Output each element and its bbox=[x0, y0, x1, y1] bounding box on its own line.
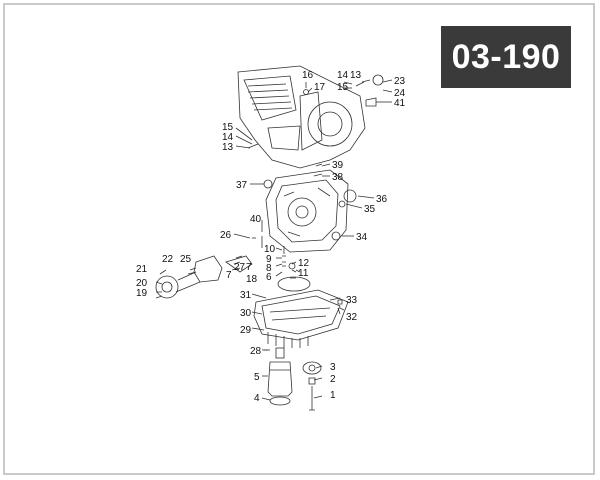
part-labels: 16 17 14 13 15 23 24 41 15 14 13 39 38 3… bbox=[136, 70, 406, 404]
part-label: 8 bbox=[266, 263, 272, 274]
part-label: 41 bbox=[394, 98, 406, 109]
part-label: 2 bbox=[330, 374, 336, 385]
part-label: 32 bbox=[346, 312, 358, 323]
part-label: 13 bbox=[350, 70, 362, 81]
part-label: 12 bbox=[298, 258, 310, 269]
part-label: 40 bbox=[250, 214, 262, 225]
part-label: 6 bbox=[266, 272, 272, 283]
oil-filter-illustration bbox=[267, 347, 293, 406]
part-label: 31 bbox=[240, 290, 252, 301]
part-label: 14 bbox=[337, 70, 349, 81]
oil-sump-illustration bbox=[253, 276, 349, 341]
part-label: 9 bbox=[266, 254, 272, 265]
part-label: 18 bbox=[246, 274, 258, 285]
part-label: 25 bbox=[180, 254, 192, 265]
fasteners-illustration bbox=[155, 74, 384, 351]
part-label: 1 bbox=[330, 390, 336, 401]
part-label: 26 bbox=[220, 230, 232, 241]
part-label: 7 bbox=[246, 262, 252, 273]
part-label: 15 bbox=[222, 122, 234, 133]
part-label: 27 bbox=[234, 262, 246, 273]
crankcase-illustration bbox=[265, 169, 349, 253]
filter-housing-illustration bbox=[302, 361, 322, 411]
part-label: 11 bbox=[298, 268, 309, 279]
part-label: 3 bbox=[330, 362, 336, 373]
part-label: 10 bbox=[264, 244, 276, 255]
part-label: 33 bbox=[346, 295, 358, 306]
part-label: 35 bbox=[364, 204, 376, 215]
part-label: 38 bbox=[332, 172, 344, 183]
leader-lines bbox=[155, 79, 393, 401]
part-label: 24 bbox=[394, 88, 406, 99]
part-label: 20 bbox=[136, 278, 148, 289]
part-label: 13 bbox=[222, 142, 234, 153]
diagram-code-badge: 03-190 bbox=[441, 26, 571, 88]
part-label: 34 bbox=[356, 232, 368, 243]
part-label: 7 bbox=[226, 270, 232, 281]
part-label: 37 bbox=[236, 180, 248, 191]
part-label: 23 bbox=[394, 76, 406, 87]
part-label: 29 bbox=[240, 325, 252, 336]
part-label: 19 bbox=[136, 288, 148, 299]
part-label: 4 bbox=[254, 393, 260, 404]
part-label: 15 bbox=[337, 82, 349, 93]
part-label: 5 bbox=[254, 372, 260, 383]
part-label: 39 bbox=[332, 160, 344, 171]
part-label: 30 bbox=[240, 308, 252, 319]
engine-block-illustration bbox=[237, 65, 366, 169]
oil-pump-illustration bbox=[155, 255, 253, 299]
part-label: 21 bbox=[136, 264, 148, 275]
part-label: 16 bbox=[302, 70, 314, 81]
part-label: 28 bbox=[250, 346, 262, 357]
part-label: 14 bbox=[222, 132, 234, 143]
part-label: 17 bbox=[314, 82, 326, 93]
part-label: 36 bbox=[376, 194, 388, 205]
part-label: 22 bbox=[162, 254, 174, 265]
